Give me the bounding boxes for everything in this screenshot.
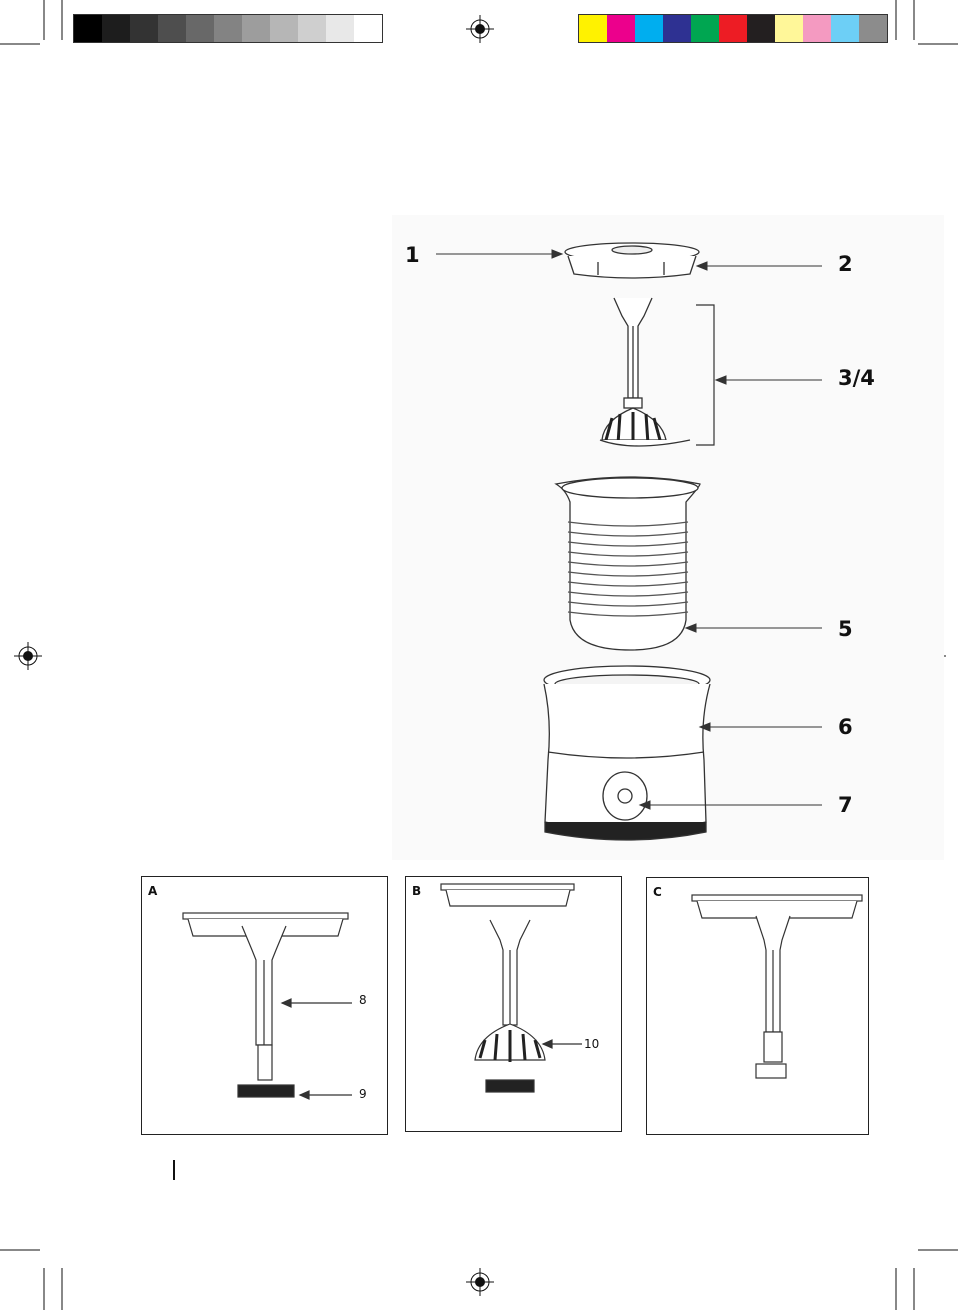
callout-1: 1 <box>405 245 420 266</box>
callout-9: 9 <box>359 1088 367 1100</box>
jug-drawing <box>556 477 700 650</box>
callout-5: 5 <box>838 619 853 640</box>
base-drawing <box>544 666 710 840</box>
registration-mark <box>466 1268 494 1296</box>
panel-a-label: A <box>148 884 157 898</box>
callout-2: 2 <box>838 254 853 275</box>
panel-c: C <box>646 877 869 1135</box>
callout-6: 6 <box>838 717 853 738</box>
panel-b: B <box>405 876 622 1132</box>
registration-mark <box>14 642 42 670</box>
panel-c-label: C <box>653 885 662 899</box>
lid-drawing <box>565 243 699 278</box>
callout-10: 10 <box>584 1038 599 1050</box>
callout-3-4: 3/4 <box>838 368 875 389</box>
panel-a: A <box>141 876 388 1135</box>
panel-b-label: B <box>412 884 421 898</box>
callout-8: 8 <box>359 994 367 1006</box>
registration-mark <box>466 15 494 43</box>
callout-7: 7 <box>838 795 853 816</box>
